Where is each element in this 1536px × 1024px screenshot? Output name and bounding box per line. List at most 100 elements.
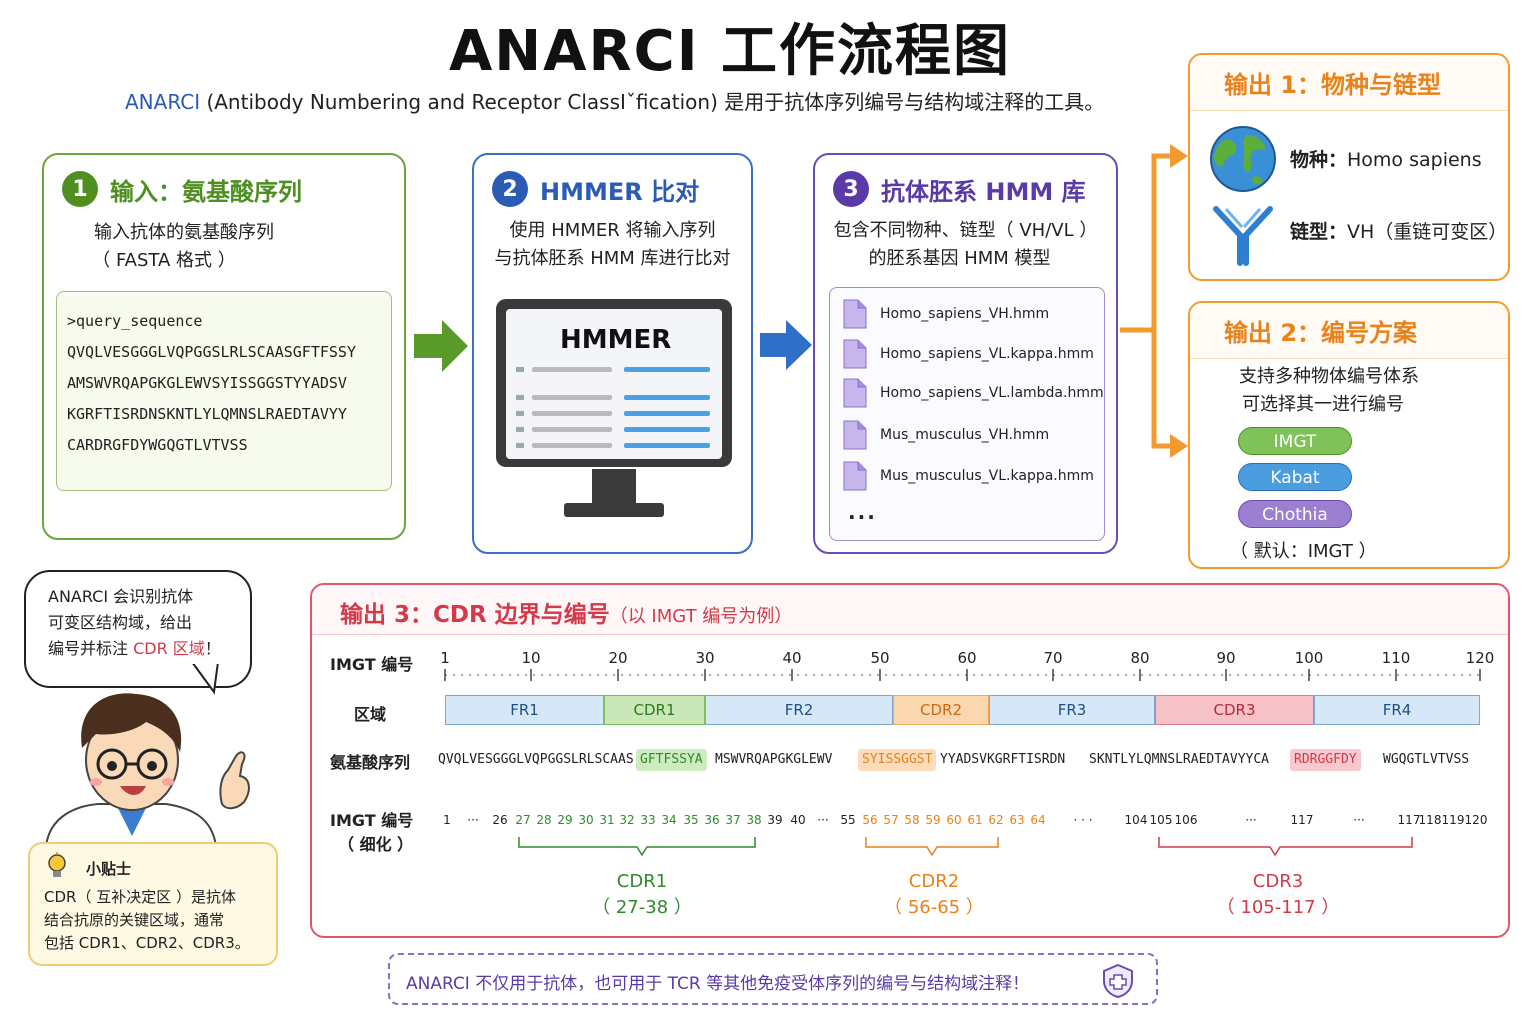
- ruler-tick-label: 70: [1043, 649, 1063, 667]
- bubble-tail: [190, 660, 220, 695]
- cdr2-bracket-label: CDR2 （ 56-65 ）: [884, 869, 984, 921]
- fine-number: 36: [704, 813, 720, 827]
- step3-desc2: 的胚系基因 HMM 模型: [868, 248, 1051, 269]
- species-value: Homo sapiens: [1347, 149, 1482, 171]
- species-label: 物种：: [1290, 149, 1348, 171]
- fasta-line: AMSWVRQAPGKGLEWVSYISSGGSTYYADSV: [67, 374, 347, 392]
- lightbulb-icon: [48, 852, 66, 877]
- list-item: Homo_sapiens_VL.lambda.hmm: [842, 377, 1104, 409]
- arrow-right-icon: [760, 320, 812, 370]
- cdr1-bracket-label: CDR1 （ 27-38 ）: [592, 869, 692, 921]
- amino-acid-label: 氨基酸序列: [330, 753, 411, 772]
- step3-card: 3 抗体胚系 HMM 库 包含不同物种、链型（ VH/VL ） 的胚系基因 HM…: [813, 153, 1118, 554]
- bubble-highlight: CDR 区域: [133, 639, 205, 658]
- bubble-line: ANARCI 会识别抗体: [48, 587, 194, 606]
- globe-icon: [1210, 126, 1276, 192]
- tip-line: 包括 CDR1、CDR2、CDR3。: [44, 934, 250, 952]
- fine-number: 104: [1124, 813, 1148, 827]
- bubble-line: 编号并标注 CDR 区域！: [48, 639, 221, 658]
- sequence-framework-segment: YYADSVKGRFTISRDN: [940, 752, 1066, 767]
- output3-title-note: （以 IMGT 编号为例）: [609, 606, 793, 627]
- fine-number: ···: [467, 813, 479, 827]
- ruler-axis: [444, 669, 1481, 681]
- fine-number: 120: [1464, 813, 1488, 827]
- file-icon: [843, 378, 867, 408]
- sequence-framework-segment: MSWVRQAPGKGLEWV: [715, 752, 833, 767]
- chain-row: 链型：VH（重链可变区）: [1290, 217, 1507, 244]
- tip-line: CDR（ 互补决定区 ）是抗体: [44, 888, 236, 906]
- file-name: Mus_musculus_VH.hmm: [880, 427, 1050, 443]
- bubble-line: 可变区结构域，给出: [48, 613, 193, 632]
- output3-title: 输出 3：CDR 边界与编号: [340, 602, 610, 628]
- step1-desc2: （ FASTA 格式 ）: [92, 250, 236, 271]
- list-item: Homo_sapiens_VL.kappa.hmm: [842, 338, 1094, 370]
- step3-desc1: 包含不同物种、链型（ VH/VL ）: [833, 220, 1098, 241]
- fine-number: 34: [661, 813, 677, 827]
- scientist-character-icon: [44, 693, 250, 846]
- step3-title: 抗体胚系 HMM 库: [881, 177, 1086, 206]
- file-name: Homo_sapiens_VL.kappa.hmm: [880, 346, 1094, 362]
- file-icon: [843, 299, 867, 329]
- fasta-line: CARDRGFDYWGQGTLVTVSS: [67, 436, 248, 454]
- fasta-header: >query_sequence: [67, 312, 203, 330]
- page-title: ANARCI 工作流程图: [448, 19, 1012, 84]
- fine-number: 117: [1290, 813, 1314, 827]
- fine-number: 59: [925, 813, 941, 827]
- monitor-icon: [496, 299, 732, 517]
- tip-line: 结合抗原的关键区域，通常: [44, 911, 225, 929]
- output2-desc2: 可选择其一进行编号: [1242, 394, 1404, 415]
- cdr1-range: （ 27-38 ）: [592, 897, 692, 918]
- ruler-tick-label: 10: [521, 649, 541, 667]
- output3-card: 输出 3：CDR 边界与编号（以 IMGT 编号为例） IMGT 编号 区域 氨…: [310, 583, 1510, 938]
- output3-header: 输出 3：CDR 边界与编号（以 IMGT 编号为例）: [312, 585, 1508, 635]
- step2-desc2: 与抗体胚系 HMM 库进行比对: [494, 248, 731, 269]
- speech-bubble: ANARCI 会识别抗体 可变区结构域，给出 编号并标注 CDR 区域！: [24, 570, 252, 688]
- file-name: Homo_sapiens_VH.hmm: [880, 306, 1050, 322]
- fine-number: 37: [725, 813, 741, 827]
- region-label: 区域: [354, 705, 387, 724]
- region-fr3: FR3: [989, 695, 1155, 725]
- ruler-tick-label: 20: [608, 649, 628, 667]
- sequence-framework-segment: QVQLVESGGGLVQPGGSLRLSCAAS: [438, 752, 634, 767]
- fine-number: 31: [599, 813, 615, 827]
- scheme-chothia-badge: Chothia: [1238, 500, 1352, 528]
- fine-number: 63: [1009, 813, 1025, 827]
- tip-box: 小贴士 CDR（ 互补决定区 ）是抗体 结合抗原的关键区域，通常 包括 CDR1…: [28, 842, 278, 966]
- fine-number: 62: [988, 813, 1004, 827]
- hmm-file-list: Homo_sapiens_VH.hmm Homo_sapiens_VL.kapp…: [829, 287, 1105, 541]
- ruler-tick-label: 110: [1381, 649, 1411, 667]
- fine-number: 64: [1030, 813, 1046, 827]
- fine-number: 40: [790, 813, 806, 827]
- fine-number: 33: [640, 813, 656, 827]
- fine-number: 56: [862, 813, 878, 827]
- subtitle-keyword: ANARCI: [125, 90, 201, 114]
- fine-number: 60: [946, 813, 962, 827]
- tip-body: CDR（ 互补决定区 ）是抗体 结合抗原的关键区域，通常 包括 CDR1、CDR…: [44, 886, 250, 955]
- fine-number: ···: [817, 813, 829, 827]
- step1-desc1: 输入抗体的氨基酸序列: [94, 222, 274, 243]
- ruler-tick-label: 1: [440, 649, 450, 667]
- fine-number: 61: [967, 813, 983, 827]
- species-row: 物种：Homo sapiens: [1290, 145, 1482, 172]
- cdr2-name: CDR2: [908, 871, 960, 892]
- fasta-line: KGRFTISRDNSKNTLYLQMNSLRAEDTAVYY: [67, 405, 347, 423]
- more-files-ellipsis: ...: [848, 500, 877, 524]
- fine-number: 38: [746, 813, 762, 827]
- output2-card: 输出 2：编号方案 支持多种物体编号体系 可选择其一进行编号 IMGT Kaba…: [1188, 301, 1510, 569]
- sequence-cdr2-segment: SYISSGGST: [858, 749, 937, 771]
- fine-number: · · ·: [1073, 813, 1093, 827]
- region-fr4: FR4: [1314, 695, 1480, 725]
- fine-number: 35: [683, 813, 699, 827]
- cdr1-name: CDR1: [616, 871, 668, 892]
- ruler-tick-label: 60: [957, 649, 977, 667]
- fine-number: 118: [1418, 813, 1442, 827]
- scheme-kabat-badge: Kabat: [1238, 463, 1352, 491]
- step2-title: HMMER 比对: [540, 177, 700, 206]
- branch-arrow-icon: [1120, 144, 1188, 458]
- sequence-cdr3-segment: RDRGGFDY: [1290, 749, 1361, 771]
- ruler-tick-label: 120: [1465, 649, 1495, 667]
- output1-title: 输出 1：物种与链型: [1190, 55, 1508, 111]
- output2-title: 输出 2：编号方案: [1190, 303, 1508, 359]
- step3-number: 3: [833, 171, 869, 207]
- fine-number: ···: [1245, 813, 1257, 827]
